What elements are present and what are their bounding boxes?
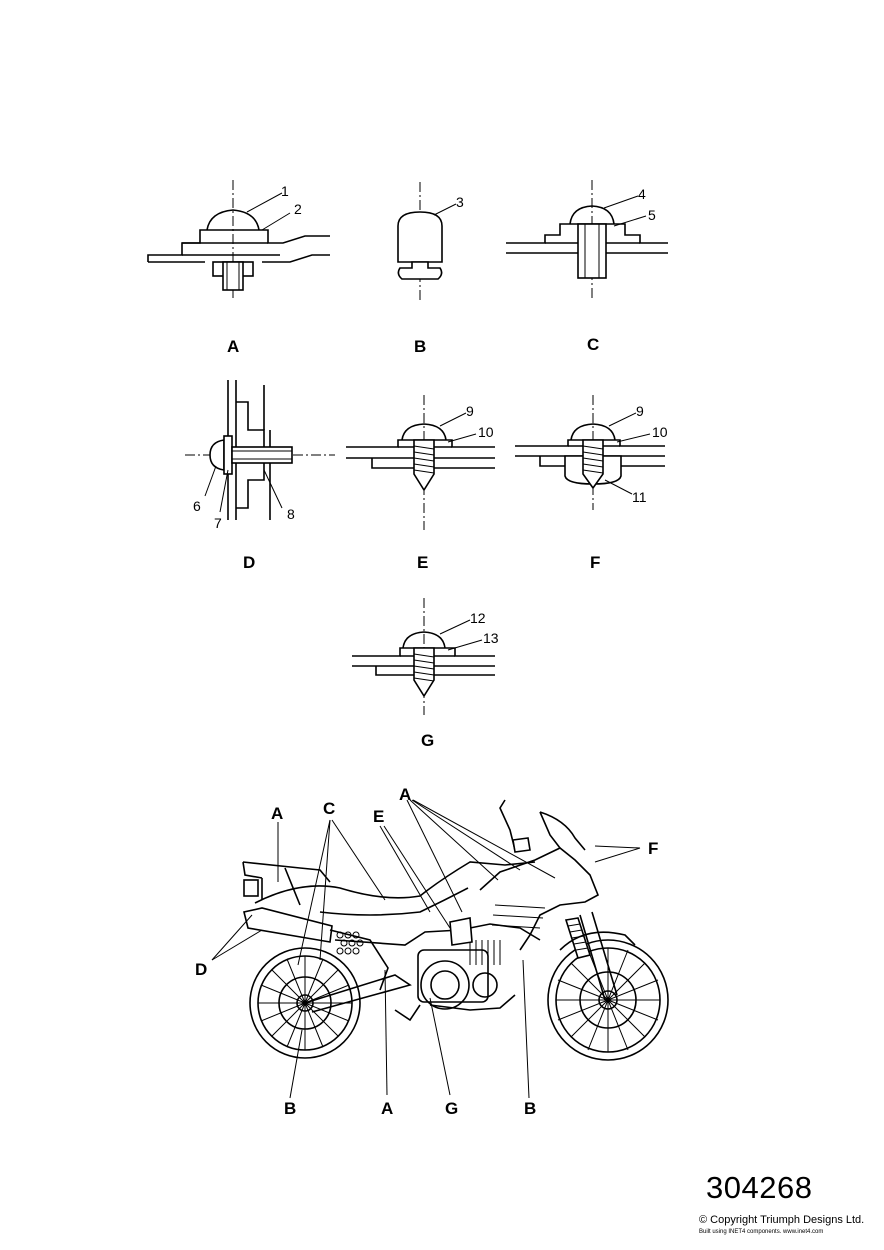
fastener-c-detail xyxy=(506,180,668,300)
callout-11: 11 xyxy=(632,489,647,505)
copyright-notice: © Copyright Triumph Designs Ltd. xyxy=(699,1214,865,1226)
fastener-a-detail xyxy=(147,180,330,300)
moto-label-d: D xyxy=(195,960,207,979)
built-with-notice: Built using INET4 components. www.inet4.… xyxy=(699,1229,824,1235)
fastener-b-detail xyxy=(397,182,457,300)
motorcycle-illustration xyxy=(211,799,669,1099)
callout-9: 9 xyxy=(466,403,474,419)
callout-8: 8 xyxy=(287,506,295,522)
callout-2: 2 xyxy=(294,201,302,217)
moto-label-a-top: A xyxy=(271,804,283,823)
fastener-e-detail xyxy=(346,395,495,530)
callout-4: 4 xyxy=(638,186,646,202)
reference-number: 304268 xyxy=(706,1170,813,1205)
label-a: A xyxy=(227,337,239,356)
label-g: G xyxy=(421,731,434,750)
label-d: D xyxy=(243,553,255,572)
callout-3: 3 xyxy=(456,194,464,210)
callout-5: 5 xyxy=(648,207,656,223)
moto-label-g: G xyxy=(445,1099,458,1118)
callout-13: 13 xyxy=(483,630,499,646)
callout-12: 12 xyxy=(470,610,486,626)
fastener-d-detail xyxy=(185,380,335,520)
moto-label-e: E xyxy=(373,807,384,826)
moto-label-a-bottom: A xyxy=(381,1099,393,1118)
callout-10: 10 xyxy=(478,424,494,440)
fastener-g-detail xyxy=(352,598,495,715)
callout-1: 1 xyxy=(281,183,289,199)
fastener-f-detail xyxy=(515,395,665,510)
moto-label-b-front: B xyxy=(524,1099,536,1118)
callout-9b: 9 xyxy=(636,403,644,419)
moto-label-c: C xyxy=(323,799,335,818)
moto-label-b-rear: B xyxy=(284,1099,296,1118)
label-f: F xyxy=(590,553,600,572)
moto-label-a-tank: A xyxy=(399,785,411,804)
callout-10b: 10 xyxy=(652,424,668,440)
moto-label-f: F xyxy=(648,839,658,858)
label-e: E xyxy=(417,553,428,572)
callout-7: 7 xyxy=(214,515,222,531)
callout-6: 6 xyxy=(193,498,201,514)
label-b: B xyxy=(414,337,426,356)
label-c: C xyxy=(587,335,599,354)
